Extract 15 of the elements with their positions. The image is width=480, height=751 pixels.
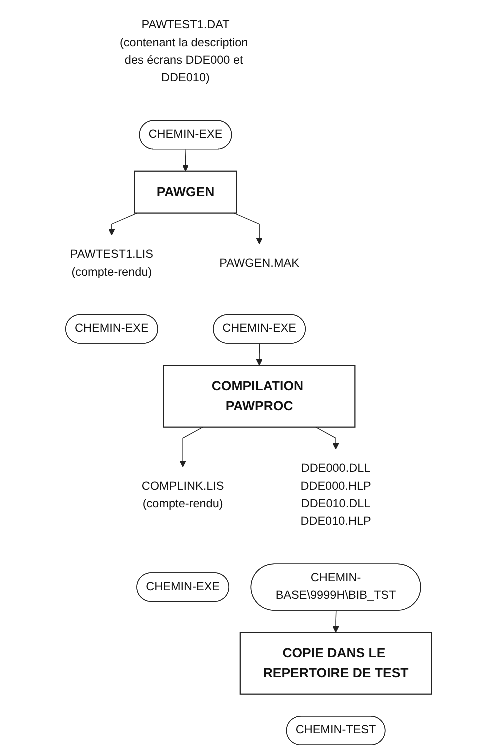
node-box: COPIE DANS LE REPERTOIRE DE TEST (240, 632, 432, 695)
arrow (182, 149, 189, 172)
arrow (316, 426, 340, 450)
node-text: PAWGEN.MAK (220, 257, 300, 270)
node-box: PAWGEN (134, 170, 238, 214)
arrow (332, 610, 340, 633)
node-box: COMPILATION PAWPROC (163, 365, 356, 428)
arrow (108, 212, 138, 236)
node-text: DDE000.DLL DDE000.HLP DDE010.DLL DDE010.HLP (300, 462, 372, 528)
node-text: PAWTEST1.LIS (compte-rendu) (70, 248, 154, 279)
node-text: COMPLINK.LIS (compte-rendu) (142, 480, 224, 510)
arrow (180, 426, 204, 468)
arrow (234, 212, 263, 244)
arrow (256, 344, 263, 366)
node-text: PAWTEST1.DAT (contenant la description des écrans DDE000 et DDE010) (120, 19, 248, 85)
